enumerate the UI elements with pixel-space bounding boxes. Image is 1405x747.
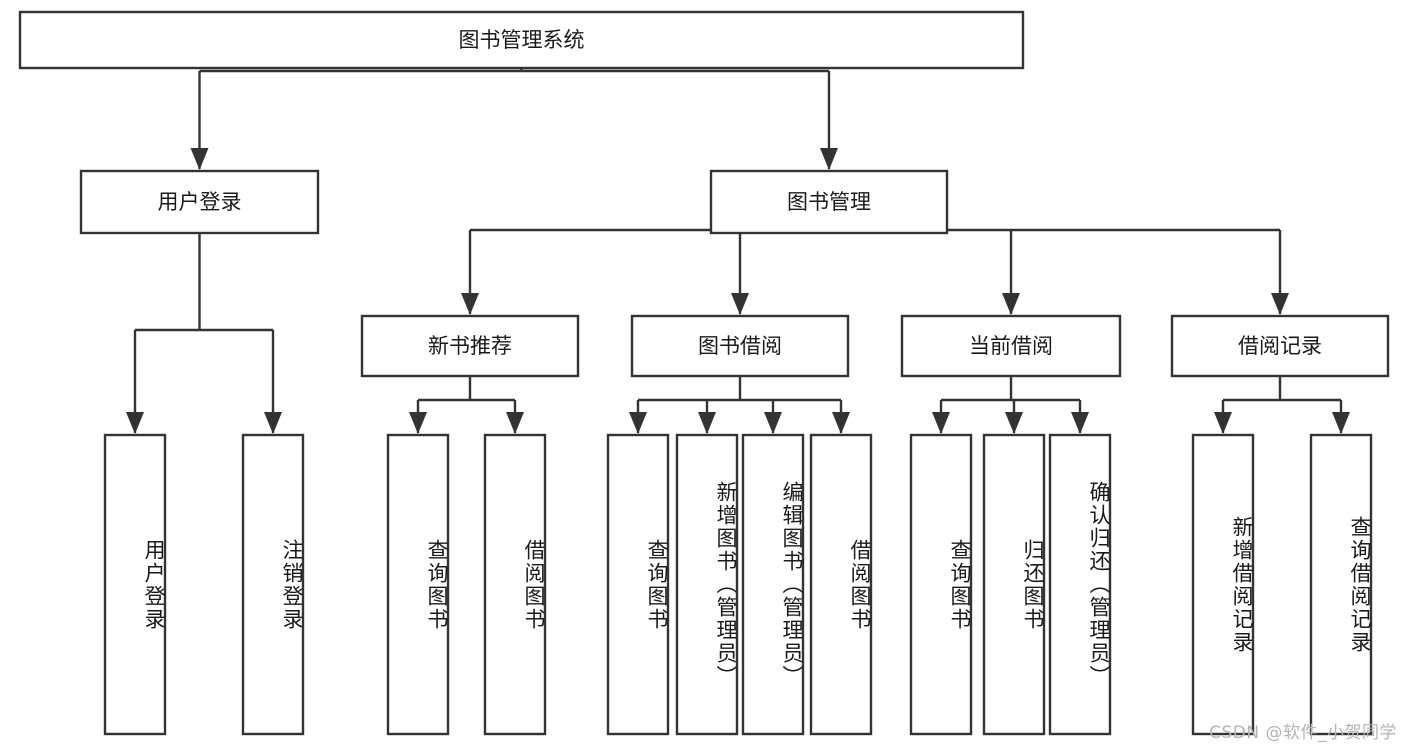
node-root[interactable]: 图书管理系统 [18, 10, 1025, 70]
edge-arrowhead [698, 412, 716, 434]
edge-arrowhead [764, 412, 782, 434]
node-box[interactable] [483, 433, 547, 736]
node-leaf-return-book[interactable] [982, 433, 1046, 736]
node-box[interactable] [675, 433, 739, 736]
node-label: 图书管理系统 [459, 28, 585, 52]
node-leaf-edit-book[interactable] [741, 433, 805, 736]
edge-arrowhead [1002, 293, 1020, 315]
node-box[interactable] [709, 169, 949, 235]
node-leaf-query-book-1[interactable] [386, 433, 450, 736]
edge-group-new-book-rec [409, 376, 524, 434]
node-box[interactable] [18, 10, 1025, 70]
edge-arrowhead [629, 412, 647, 434]
edge-arrowhead [409, 412, 427, 434]
edge-group-current-borrow [932, 376, 1089, 434]
edge-arrowhead [820, 148, 838, 170]
node-current-borrow[interactable]: 当前借阅 [900, 314, 1122, 378]
node-box[interactable] [1048, 433, 1112, 736]
node-leaf-query-record[interactable] [1309, 433, 1373, 736]
node-book-manage[interactable]: 图书管理 [709, 169, 949, 235]
node-label: 图书管理 [787, 190, 871, 214]
edge-arrowhead [461, 293, 479, 315]
node-borrow-record[interactable]: 借阅记录 [1170, 314, 1390, 378]
node-label: 当前借阅 [969, 334, 1053, 358]
edge-arrowhead [832, 412, 850, 434]
edge-arrowhead [1214, 412, 1232, 434]
node-box[interactable] [741, 433, 805, 736]
node-box[interactable] [241, 433, 305, 736]
node-book-borrow[interactable]: 图书借阅 [630, 314, 850, 378]
node-leaf-add-record[interactable] [1191, 433, 1255, 736]
edge-group-root [190, 68, 838, 170]
node-user-login[interactable]: 用户登录 [79, 169, 320, 235]
node-label: 用户登录 [158, 190, 242, 214]
node-box[interactable] [606, 433, 670, 736]
edge-arrowhead [506, 412, 524, 434]
edge-arrowhead [731, 293, 749, 315]
edge-arrowhead [1005, 412, 1023, 434]
node-leaf-confirm-return[interactable] [1048, 433, 1112, 736]
node-leaf-user-login[interactable] [103, 433, 167, 736]
node-box[interactable] [79, 169, 320, 235]
node-leaf-borrow-book-1[interactable] [483, 433, 547, 736]
node-box[interactable] [360, 314, 580, 378]
node-box[interactable] [103, 433, 167, 736]
node-leaf-logout[interactable] [241, 433, 305, 736]
edge-arrowhead [1271, 293, 1289, 315]
node-leaf-add-book[interactable] [675, 433, 739, 736]
edge-group-book-borrow [629, 376, 850, 434]
watermark-text: CSDN @软件_小贺同学 [1209, 723, 1397, 743]
edge-arrowhead [190, 148, 209, 170]
edge-group-borrow-record [1214, 376, 1350, 434]
node-new-book-rec[interactable]: 新书推荐 [360, 314, 580, 378]
node-box[interactable] [1170, 314, 1390, 378]
node-leaf-borrow-book-2[interactable] [809, 433, 873, 736]
node-box[interactable] [900, 314, 1122, 378]
edge-arrowhead [126, 412, 144, 434]
edges-layer [126, 68, 1350, 434]
node-label: 图书借阅 [698, 334, 782, 358]
edge-group-book-manage [461, 228, 1289, 315]
edge-arrowhead [932, 412, 950, 434]
node-box[interactable] [1309, 433, 1373, 736]
node-box[interactable] [1191, 433, 1255, 736]
edge-arrowhead [1332, 412, 1350, 434]
node-box[interactable] [809, 433, 873, 736]
node-box[interactable] [630, 314, 850, 378]
edge-group-user-login [126, 233, 282, 434]
node-leaf-query-book-2[interactable] [606, 433, 670, 736]
node-box[interactable] [909, 433, 973, 736]
node-box[interactable] [386, 433, 450, 736]
node-label: 借阅记录 [1238, 334, 1322, 358]
edge-arrowhead [1071, 412, 1089, 434]
node-box[interactable] [982, 433, 1046, 736]
node-leaf-query-book-3[interactable] [909, 433, 973, 736]
edge-arrowhead [264, 412, 282, 434]
node-label: 新书推荐 [428, 334, 512, 358]
